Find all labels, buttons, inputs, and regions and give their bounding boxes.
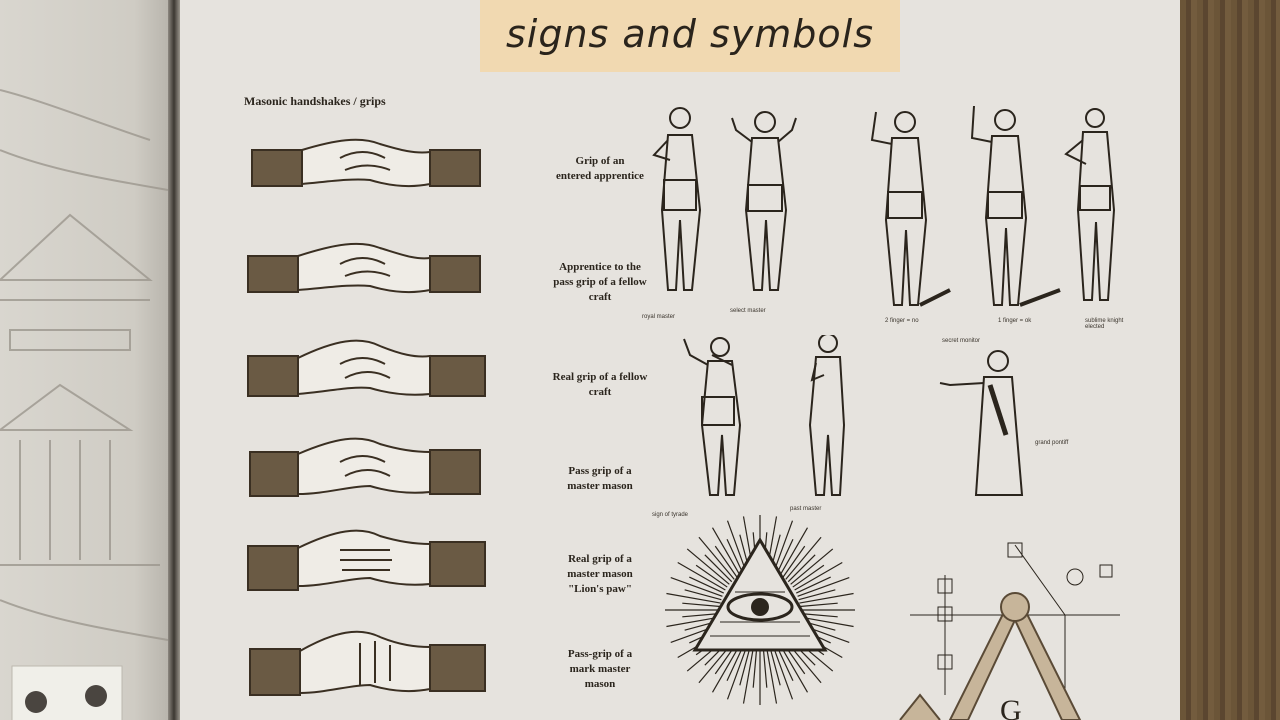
figure-caption: sign of tyrade: [652, 512, 689, 518]
svg-text:G: G: [1000, 694, 1022, 720]
temple-illustration: [0, 89, 168, 720]
figure-caption: select master: [730, 308, 766, 314]
handshake-illustration: [247, 242, 481, 294]
eye-ray: [698, 536, 735, 580]
grip-row: Real grip of a fellow craft: [240, 330, 647, 410]
grip-row: Pass-grip of a mark master mason: [240, 625, 632, 705]
eye-ray: [795, 576, 831, 594]
handshake-illustration: [251, 138, 481, 188]
eye-ray: [739, 648, 751, 686]
eye-ray: [682, 612, 721, 618]
eye-ray: [779, 644, 809, 693]
eye-ray: [742, 649, 754, 704]
eye-ray: [682, 602, 721, 608]
eye-ray: [684, 589, 722, 601]
eye-ray: [711, 527, 741, 576]
eye-ray: [666, 592, 721, 604]
eye-ray: [714, 545, 738, 578]
grip-caption: Real grip of a fellow craft: [552, 371, 648, 398]
eye-ray: [792, 564, 825, 588]
eye-ray: [666, 616, 721, 628]
eye-ray: [799, 602, 838, 608]
masonic-figures-row-2: [683, 335, 1024, 496]
eye-ray: [799, 612, 838, 618]
handshakes-heading: Masonic handshakes / grips: [244, 94, 386, 108]
eye-ray: [677, 561, 726, 591]
grip-caption: Apprentice to the pass grip of a fellow …: [553, 261, 647, 303]
grip-row: Apprentice to the pass grip of a fellow …: [240, 230, 647, 310]
figure-caption: grand pontiff: [1035, 440, 1069, 446]
eye-ray: [726, 647, 747, 700]
all-seeing-eye-illustration: [665, 515, 855, 705]
eye-ray: [799, 616, 854, 628]
eye-ray: [686, 548, 730, 585]
grip-row: Pass grip of a master mason: [240, 430, 633, 510]
eye-ray: [769, 648, 781, 686]
eye-ray: [779, 527, 809, 576]
eye-ray: [790, 548, 834, 585]
eye-ray: [794, 561, 843, 591]
eye-ray: [711, 644, 741, 693]
eye-ray: [766, 649, 778, 704]
eye-ray: [689, 576, 725, 594]
figure-caption: royal master: [642, 314, 676, 320]
figure-caption: secret monitor: [942, 338, 981, 344]
grip-row: Real grip of a master mason "Lion's paw": [240, 520, 633, 600]
figure-caption: 2 finger = no: [885, 318, 919, 324]
eye-ray: [785, 536, 822, 580]
square-and-compass-diagram: G: [899, 542, 1120, 720]
grip-caption: Pass-grip of a mark master mason: [567, 648, 633, 690]
eye-ray: [799, 592, 854, 604]
eye-ray: [726, 520, 747, 573]
eye-ray: [726, 539, 744, 575]
eye-ray: [773, 520, 794, 573]
page-title: signs and symbols: [505, 12, 875, 56]
eye-ray: [776, 645, 794, 681]
eye-ray: [782, 545, 806, 578]
wooden-table-background: [1180, 0, 1280, 720]
handshake-illustration: [249, 437, 481, 497]
figure-caption: sublime knight elected: [1085, 318, 1124, 330]
figure-caption: 1 finger = ok: [998, 318, 1032, 324]
masonic-figures-row-1: [652, 105, 1116, 307]
eye-ray: [773, 647, 794, 700]
eye-ray: [798, 589, 836, 601]
grip-caption: Pass grip of a master mason: [567, 465, 633, 492]
title-highlight: [480, 0, 900, 72]
handshake-illustration: [247, 529, 486, 591]
eye-ray: [752, 649, 758, 688]
eye-ray: [797, 576, 850, 597]
eye-ray: [776, 539, 794, 575]
eye-ray: [762, 649, 768, 688]
figure-caption: past master: [790, 506, 822, 512]
grip-caption: Real grip of a master mason "Lion's paw": [567, 553, 633, 595]
handshake-illustration: [249, 630, 486, 696]
eye-ray: [726, 645, 744, 681]
right-page: signs and symbols Masonic handshakes / g…: [180, 0, 1180, 720]
grip-caption: Grip of an entered apprentice: [556, 155, 644, 182]
grip-row: Grip of an entered apprentice: [240, 120, 644, 200]
left-page: [0, 0, 168, 720]
eye-ray: [670, 576, 723, 597]
book-spine: [168, 0, 180, 720]
handshake-illustration: [247, 339, 486, 397]
eye-ray: [787, 554, 816, 583]
eye-ray: [695, 564, 728, 588]
eye-ray: [704, 554, 733, 583]
